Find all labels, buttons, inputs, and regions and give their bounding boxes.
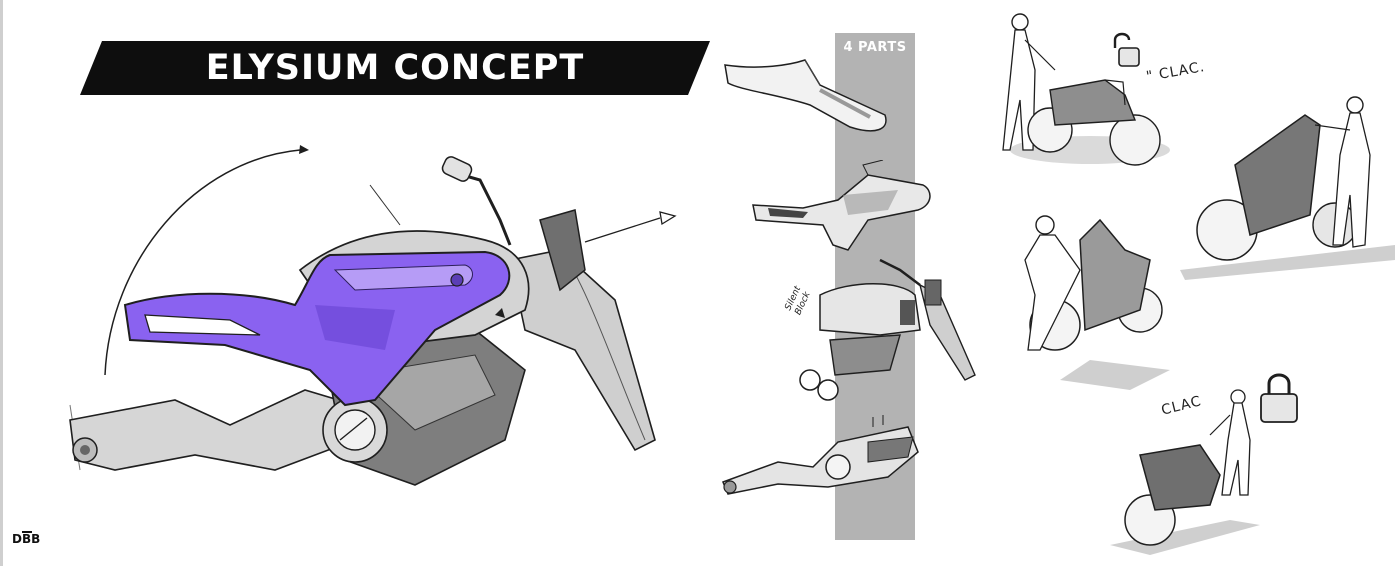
assembly-sketch-1	[1002, 13, 1170, 166]
part-sketch-swingarm	[722, 415, 919, 495]
padlock-icon	[1260, 373, 1298, 423]
padlock-icon	[1113, 32, 1140, 67]
page-edge	[0, 0, 3, 566]
part-sketch-tank-fork	[799, 258, 976, 401]
part-sketch-shell	[724, 59, 887, 132]
assembly-sketch-2	[1180, 96, 1395, 280]
brand-logo-text: DBB	[12, 532, 40, 546]
parts-label: 4 PARTS	[843, 40, 907, 55]
brand-logo: DBB	[12, 531, 40, 546]
assembly-sketch-4	[1110, 389, 1260, 555]
banner-shape	[80, 41, 710, 95]
page-title: ELYSIUM CONCEPT	[205, 48, 585, 88]
part-sketch-frame	[752, 160, 931, 251]
title-banner: ELYSIUM CONCEPT	[80, 41, 710, 95]
assembly-sketch-3	[1024, 215, 1170, 390]
main-motorcycle-sketch	[69, 145, 677, 486]
